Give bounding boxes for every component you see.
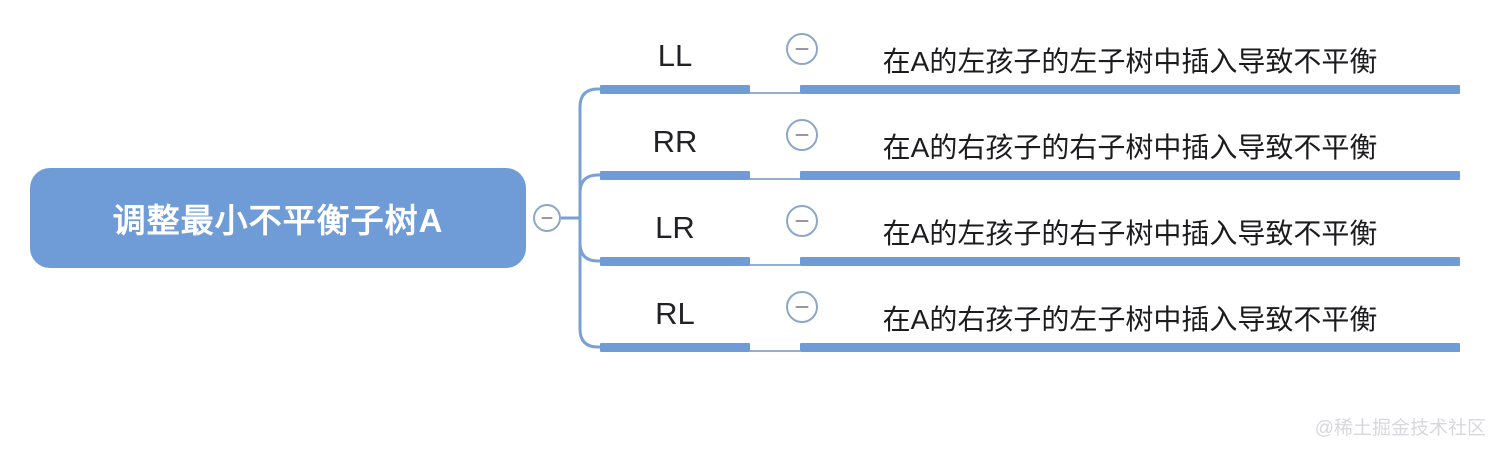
bar-join bbox=[750, 350, 800, 352]
bar-join bbox=[750, 92, 800, 94]
minus-dash-icon bbox=[795, 48, 809, 50]
branch-collapse-minus-circle-icon[interactable] bbox=[786, 291, 818, 323]
branch-collapse-minus-circle-icon[interactable] bbox=[786, 205, 818, 237]
branch-code-label: RR bbox=[652, 124, 698, 159]
branch-text-underline bbox=[800, 257, 1460, 266]
root-node[interactable]: 调整最小不平衡子树A bbox=[30, 168, 526, 268]
bar-join bbox=[750, 264, 800, 266]
branch-code-label: LR bbox=[655, 210, 695, 245]
branch-row[interactable]: LR 在A的左孩子的右子树中插入导致不平衡 bbox=[560, 182, 1480, 268]
branch-description: 在A的右孩子的左子树中插入导致不平衡 bbox=[882, 304, 1378, 335]
root-node-label: 调整最小不平衡子树A bbox=[112, 202, 444, 239]
branch-label-underline bbox=[600, 85, 750, 94]
minus-dash-icon bbox=[795, 134, 809, 136]
branch-description: 在A的左孩子的左子树中插入导致不平衡 bbox=[882, 46, 1378, 77]
branch-description: 在A的左孩子的右子树中插入导致不平衡 bbox=[882, 218, 1378, 249]
branch-description: 在A的右孩子的右子树中插入导致不平衡 bbox=[882, 132, 1378, 163]
branch-label-underline bbox=[600, 257, 750, 266]
branch-code-label: LL bbox=[657, 38, 693, 73]
branch-text-underline bbox=[800, 343, 1460, 352]
branch-text-underline bbox=[800, 171, 1460, 180]
branch-collapse-minus-circle-icon[interactable] bbox=[786, 33, 818, 65]
branch-label-underline bbox=[600, 171, 750, 180]
watermark: @稀土掘金技术社区 bbox=[1314, 418, 1486, 439]
branch-code-label: RL bbox=[655, 296, 695, 331]
minus-dash-icon bbox=[541, 217, 553, 219]
branch-row[interactable]: LL 在A的左孩子的左子树中插入导致不平衡 bbox=[560, 10, 1480, 96]
branch-text-underline bbox=[800, 85, 1460, 94]
root-collapse-minus-circle-icon[interactable] bbox=[533, 204, 561, 232]
minus-dash-icon bbox=[795, 306, 809, 308]
minus-dash-icon bbox=[795, 220, 809, 222]
branch-collapse-minus-circle-icon[interactable] bbox=[786, 119, 818, 151]
branch-row[interactable]: RR 在A的右孩子的右子树中插入导致不平衡 bbox=[560, 96, 1480, 182]
branch-label-underline bbox=[600, 343, 750, 352]
branch-row[interactable]: RL 在A的右孩子的左子树中插入导致不平衡 bbox=[560, 268, 1480, 354]
bar-join bbox=[750, 178, 800, 180]
